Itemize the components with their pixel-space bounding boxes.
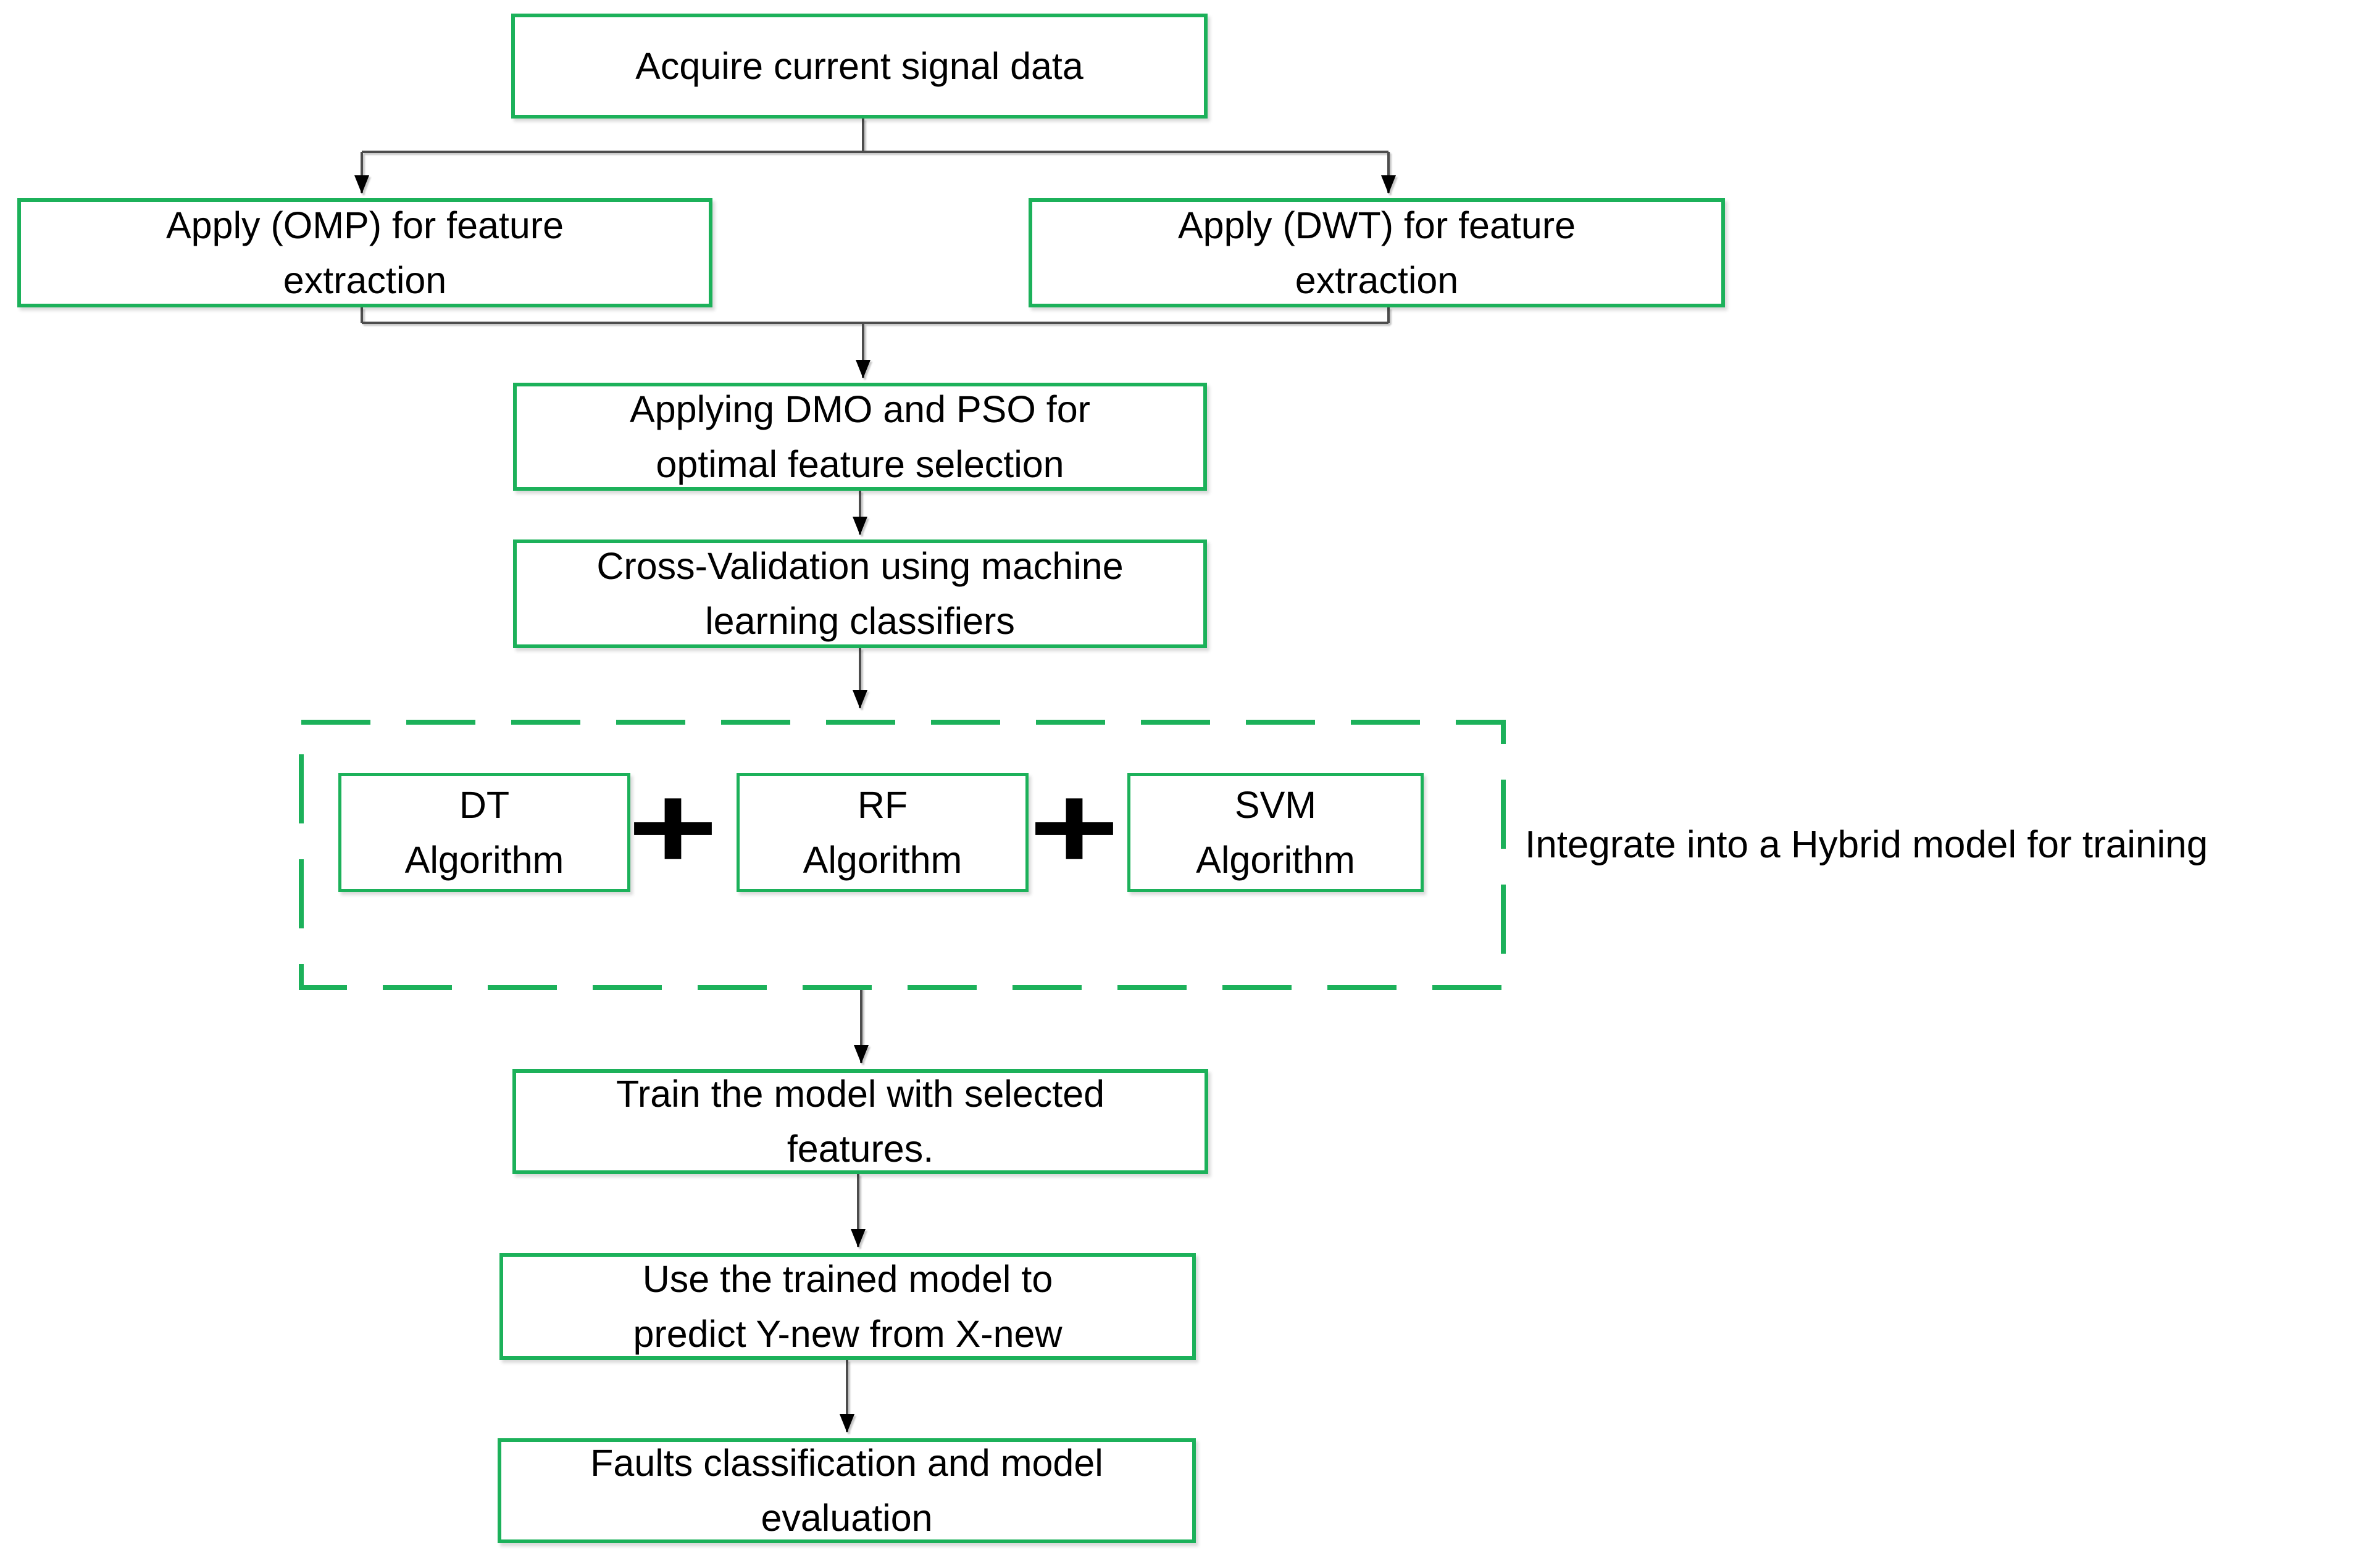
node-label-line: extraction	[283, 259, 447, 301]
node-label-line: Algorithm	[1196, 838, 1355, 881]
node-label-line: features.	[787, 1128, 934, 1170]
node-dt-algorithm: DT Algorithm	[338, 773, 630, 892]
node-dwt-feature-extraction: Apply (DWT) for feature extraction	[1029, 198, 1725, 307]
node-label-line: Algorithm	[803, 838, 962, 881]
node-svm-algorithm: SVM Algorithm	[1127, 773, 1424, 892]
node-label-line: Cross-Validation using machine	[596, 545, 1124, 587]
node-label-line: Acquire current signal data	[635, 44, 1084, 87]
node-rf-algorithm: RF Algorithm	[737, 773, 1029, 892]
hybrid-group-label: Integrate into a Hybrid model for traini…	[1525, 823, 2208, 866]
node-label-line: evaluation	[761, 1497, 933, 1539]
node-predict-ynew: Use the trained model to predict Y-new f…	[499, 1253, 1196, 1360]
node-cross-validation: Cross-Validation using machine learning …	[513, 539, 1207, 648]
node-label-line: Apply (DWT) for feature	[1177, 204, 1576, 246]
node-label-line: Algorithm	[404, 838, 564, 881]
node-omp-feature-extraction: Apply (OMP) for feature extraction	[17, 198, 712, 307]
node-label-line: extraction	[1295, 259, 1459, 301]
node-label-line: Train the model with selected	[616, 1073, 1105, 1115]
node-label-line: RF	[857, 783, 908, 826]
node-label-line: Use the trained model to	[642, 1257, 1053, 1300]
plus-operator: +	[1023, 771, 1126, 881]
plus-operator: +	[622, 771, 725, 881]
node-label-line: optimal feature selection	[656, 443, 1064, 485]
node-faults-classification: Faults classification and model evaluati…	[498, 1438, 1196, 1543]
node-dmo-pso-feature-selection: Applying DMO and PSO for optimal feature…	[513, 383, 1207, 491]
node-label-line: predict Y-new from X-new	[633, 1312, 1063, 1355]
node-acquire-signal: Acquire current signal data	[511, 14, 1208, 119]
node-train-model: Train the model with selected features.	[512, 1069, 1208, 1174]
node-label-line: SVM	[1234, 783, 1317, 826]
node-label-line: DT	[459, 783, 510, 826]
node-label-line: Applying DMO and PSO for	[630, 388, 1090, 430]
node-label-line: Apply (OMP) for feature	[165, 204, 564, 246]
node-label-line: learning classifiers	[705, 600, 1015, 642]
node-label-line: Faults classification and model	[590, 1442, 1103, 1484]
